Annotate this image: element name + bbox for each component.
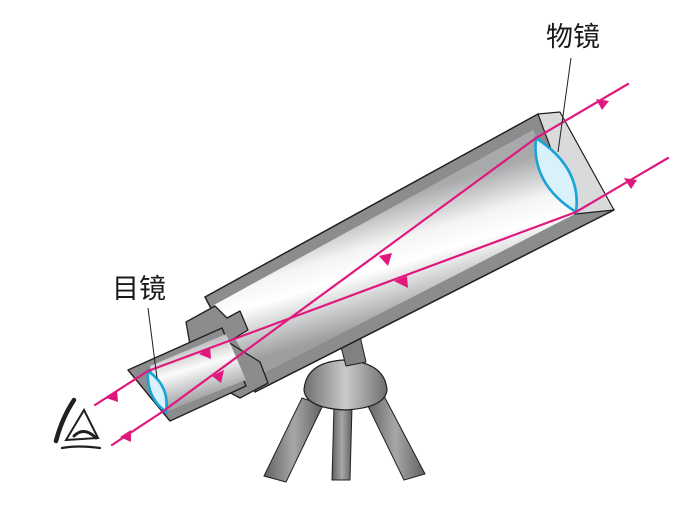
eyepiece-lens [146, 368, 168, 415]
ray-lower [93, 156, 670, 407]
ray-arrow-icon [106, 390, 118, 402]
ray-arrows [106, 99, 637, 442]
eyepiece-label: 目镜 [112, 274, 166, 305]
tripod-leg-right [365, 395, 426, 481]
ray-arrow-icon [212, 370, 224, 383]
ray-arrow-icon [199, 347, 211, 359]
eyepiece-leader [147, 307, 158, 379]
tripod-leg-center [331, 405, 353, 481]
ray-arrow-icon [379, 253, 392, 266]
objective-leader [557, 57, 572, 153]
tripod-head [303, 359, 388, 411]
ray-arrow-icon [624, 178, 637, 189]
tripod-leg-left [263, 397, 324, 483]
tube-interior [214, 130, 575, 376]
ray-arrow-icon [394, 276, 408, 288]
objective-label: 物镜 [546, 22, 600, 53]
light-rays [93, 82, 670, 447]
eye-icon [53, 397, 102, 450]
ray-arrow-icon [120, 430, 131, 442]
ray-arrow-icon [596, 99, 609, 110]
ray-upper [110, 82, 630, 447]
leader-lines [147, 57, 572, 379]
eyepiece-tube-interior [150, 334, 246, 412]
